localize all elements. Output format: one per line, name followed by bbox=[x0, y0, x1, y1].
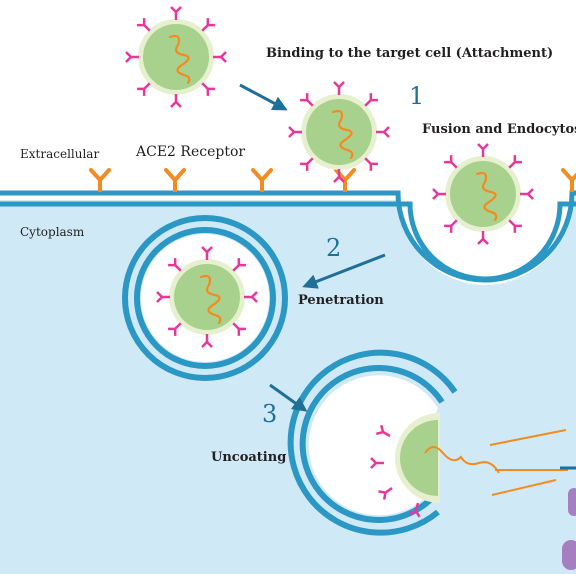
step-number-2: 2 bbox=[326, 234, 342, 262]
virus-particle-attached bbox=[287, 80, 391, 184]
label-cytoplasm: Cytoplasm bbox=[20, 225, 85, 239]
spike-protein-icon bbox=[124, 50, 141, 64]
label-fusion: Fusion and Endocytosis bbox=[422, 122, 576, 137]
label-uncoating: Uncoating bbox=[211, 450, 287, 465]
spike-protein-icon bbox=[287, 125, 304, 139]
cytoplasm-region bbox=[0, 200, 576, 574]
virus-capsid bbox=[143, 24, 209, 90]
spike-protein-icon bbox=[169, 92, 183, 109]
spike-protein-icon bbox=[374, 125, 391, 139]
spike-protein-icon bbox=[518, 187, 535, 201]
virus-particle-fusion bbox=[431, 142, 535, 246]
spike-protein-icon bbox=[332, 80, 346, 97]
arrow-uncoating bbox=[269, 383, 308, 412]
label-penetration: Penetration bbox=[298, 293, 384, 308]
spike-protein-icon bbox=[169, 5, 183, 22]
released-rna-strands bbox=[489, 429, 568, 496]
label-extracellular: Extracellular bbox=[20, 147, 100, 161]
label-attachment: Binding to the target cell (Attachment) bbox=[266, 46, 554, 61]
spike-protein-icon bbox=[476, 229, 490, 246]
viral-rna-icon bbox=[475, 171, 498, 222]
virus-capsid bbox=[450, 161, 516, 227]
arrow-penetration bbox=[302, 253, 386, 289]
spike-protein-icon bbox=[211, 50, 228, 64]
virus-particle-endosome bbox=[155, 245, 259, 349]
process-arrows bbox=[239, 83, 386, 412]
virus-particle-free bbox=[124, 5, 228, 109]
spike-protein-icon bbox=[431, 187, 448, 201]
ribosome-shapes bbox=[562, 488, 576, 570]
virus-uncoating bbox=[369, 413, 500, 519]
spike-protein-icon bbox=[476, 142, 490, 159]
viral-rna-icon bbox=[331, 109, 354, 160]
step-number-3: 3 bbox=[262, 400, 278, 428]
viral-rna-icon bbox=[199, 274, 222, 325]
cell-membrane-inner bbox=[0, 201, 576, 282]
step-number-1: 1 bbox=[409, 82, 425, 110]
virus-capsid bbox=[174, 264, 240, 330]
virus-capsid bbox=[306, 99, 372, 165]
arrow-attachment bbox=[239, 83, 288, 111]
viral-rna-icon bbox=[168, 34, 191, 85]
label-receptor: ACE2 Receptor bbox=[136, 144, 246, 160]
